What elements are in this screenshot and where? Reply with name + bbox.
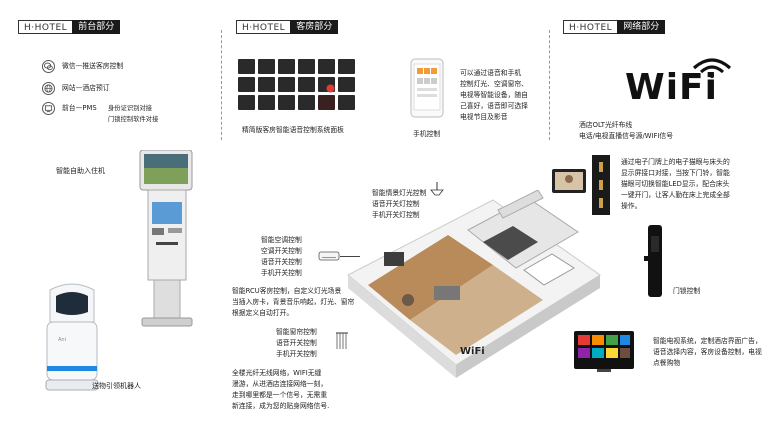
floor-wifi-label: WiFi: [460, 346, 485, 357]
brand-label: H·HOTEL: [563, 20, 618, 34]
network-header: H·HOTEL 网络部分: [563, 20, 666, 34]
ceiling-lamp-icon: [430, 182, 444, 196]
callout-line: 语音开关控制: [261, 258, 302, 266]
feature-pms: 前台—PMS: [62, 104, 97, 112]
callout-line: 手机开关控制: [261, 269, 302, 277]
section-title: 网络部分: [617, 20, 666, 34]
callout-tv: 智能电视系统，定制酒店界面广告， 语音选择内容，客房设备控制，电视 点餐购物: [653, 336, 762, 369]
callout-line: 智能情景灯光控制: [372, 189, 427, 197]
front-desk-header: H·HOTEL 前台部分: [18, 20, 121, 34]
callout-line: 根据定义自动打开。: [232, 309, 294, 317]
globe-icon: [42, 82, 55, 95]
section-title: 客房部分: [290, 20, 339, 34]
ac-unit-icon: [318, 251, 340, 261]
callout-line: 语音选择内容，客房设备控制，电视: [653, 348, 762, 356]
feature-wechat: 微信—推送客房控制: [62, 62, 124, 70]
callout-ac: 智能空调控制 空调开关控制 语音开关控制 手机开关控制: [261, 235, 302, 279]
voice-panel-grid: [238, 59, 355, 110]
phone-desc-line: 电视节目及影音: [460, 113, 508, 121]
phone-desc-line: 己喜好，语音即可选择: [460, 102, 528, 110]
phone-desc-line: 可以通过语音和手机: [460, 69, 522, 77]
wechat-icon: [42, 60, 55, 73]
feature-website: 网站—酒店预订: [62, 84, 110, 92]
callout-line: 语音开关灯控制: [372, 200, 420, 208]
door-lock-image: [644, 225, 662, 297]
kiosk-label: 智能自助入住机: [56, 167, 105, 175]
callout-doorbell: 通过电子门牌上的电子猫眼与床头的 显示屏接口对接，当按下门铃，智能 猫眼可切换智…: [621, 157, 730, 212]
guest-room-header: H·HOTEL 客房部分: [236, 20, 339, 34]
callout-rcu: 智能RCU客房控制，自定义灯光场景 当插入房卡，背景音乐响起，灯光、窗帘 根据定…: [232, 286, 354, 319]
callout-curtain: 智能窗帘控制 语音开关控制 手机开关控制: [276, 327, 317, 360]
callout-line: 智能RCU客房控制，自定义灯光场景: [232, 287, 342, 295]
phone-desc-line: 电视等智能设备，随自: [460, 91, 528, 99]
ac-leader-line: [340, 256, 360, 257]
phone-caption: 手机控制: [413, 130, 441, 138]
robot-label: 送物引领机器人: [92, 382, 141, 390]
curtain-icon: [336, 332, 348, 349]
pms-desc-id: 身份证识别对接: [108, 105, 153, 112]
callout-line: 全楼光纤无线网络，WIFI无缝: [232, 369, 322, 377]
section-divider: [221, 30, 222, 140]
callout-line: 一键开门，让客人勤在床上完成全部: [621, 191, 730, 199]
doorbell-screen-image: [552, 169, 586, 193]
room-illustration: [347, 190, 601, 378]
callout-line: 走到哪里都是一个信号，无需重: [232, 391, 328, 399]
callout-line: 漫游，从进酒店连接网络一刻，: [232, 380, 328, 388]
kiosk-image: [139, 150, 193, 327]
robot-badge: Ani: [58, 337, 66, 343]
pms-desc-lock: 门锁控制软件对接: [108, 116, 159, 123]
callout-line: 操作。: [621, 202, 642, 210]
section-title: 前台部分: [72, 20, 121, 34]
olt-line-2: 电话/电视直播信号源/WIFI信号: [579, 132, 673, 140]
callout-line: 手机开关控制: [276, 350, 317, 358]
brand-label: H·HOTEL: [18, 20, 73, 34]
callout-line: 新连接，成为您的贴身网络信号.: [232, 402, 330, 410]
robot-image: [45, 283, 99, 391]
callout-line: 显示屏接口对接，当按下门铃，智能: [621, 169, 730, 177]
panel-caption: 精简版客房智能语音控制系统面板: [242, 126, 344, 134]
wifi-signal-icon: [692, 58, 732, 78]
door-plate-image: [592, 155, 610, 215]
callout-wifi-coverage: 全楼光纤无线网络，WIFI无缝 漫游，从进酒店连接网络一刻， 走到哪里都是一个信…: [232, 368, 329, 412]
pms-icon: [42, 102, 55, 115]
callout-line: 智能窗帘控制: [276, 328, 317, 336]
record-button-icon: [326, 84, 335, 93]
phone-desc-line: 控制灯光、空调窗帘、: [460, 80, 528, 88]
wifi-logo: WiFi: [625, 67, 718, 108]
callout-line: 空调开关控制: [261, 247, 302, 255]
callout-line: 手机开关灯控制: [372, 211, 420, 219]
smart-tv-image: [574, 331, 634, 372]
section-divider: [549, 30, 550, 140]
callout-line: 语音开关控制: [276, 339, 317, 347]
callout-line: 猫眼可切换智能LED显示，配合床头: [621, 180, 730, 188]
phone-description: 可以通过语音和手机 控制灯光、空调窗帘、 电视等智能设备，随自 己喜好，语音即可…: [460, 68, 528, 123]
callout-line: 通过电子门牌上的电子猫眼与床头的: [621, 158, 730, 166]
phone-image: [410, 58, 444, 118]
callout-line: 点餐购物: [653, 359, 681, 367]
brand-label: H·HOTEL: [236, 20, 291, 34]
callout-line: 智能空调控制: [261, 236, 302, 244]
olt-line-1: 酒店OLT光纤布线: [579, 121, 633, 129]
callout-line: 智能电视系统，定制酒店界面广告，: [653, 337, 762, 345]
callout-light: 智能情景灯光控制 语音开关灯控制 手机开关灯控制: [372, 188, 426, 221]
callout-line: 当插入房卡，背景音乐响起，灯光、窗帘: [232, 298, 355, 306]
door-lock-label: 门锁控制: [673, 287, 701, 295]
